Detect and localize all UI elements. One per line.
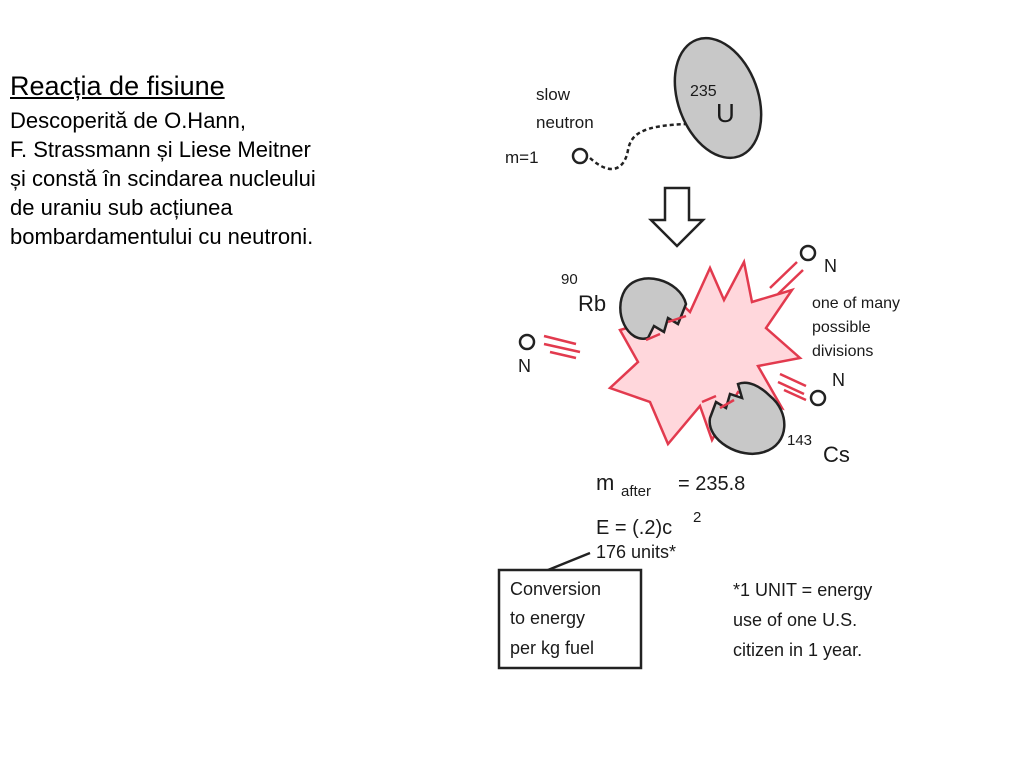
neutron-mass-label: m=1 xyxy=(505,148,539,167)
cesium-symbol: Cs xyxy=(823,442,850,467)
slow-label: slow xyxy=(536,85,571,104)
rubidium-symbol: Rb xyxy=(578,291,606,316)
divisions-label-line: one of many xyxy=(812,295,900,312)
slide-text: Reacția de fisiune Descoperită de O.Hann… xyxy=(10,70,430,251)
body-line: bombardamentului cu neutroni. xyxy=(10,224,314,249)
body-line: F. Strassmann și Liese Meitner xyxy=(10,137,311,162)
callout-line xyxy=(547,551,591,572)
conversion-line: per kg fuel xyxy=(510,638,594,658)
neutron-path xyxy=(589,122,691,171)
conversion-line: to energy xyxy=(510,608,585,628)
mass-after-value: = 235.8 xyxy=(678,473,745,495)
energy-equation: E = (.2)c xyxy=(596,517,672,539)
units-label: 176 units* xyxy=(596,542,676,562)
uranium-mass-number: 235 xyxy=(690,83,717,100)
energy-exponent: 2 xyxy=(693,509,701,526)
cesium-mass-number: 143 xyxy=(787,432,812,449)
uranium-nucleus xyxy=(673,36,763,160)
neutron-left xyxy=(518,333,581,360)
neutron-label: neutron xyxy=(536,113,594,132)
divisions-label-line: divisions xyxy=(812,343,873,360)
body-line: de uraniu sub acțiunea xyxy=(10,195,233,220)
neutron-top-right xyxy=(769,244,817,295)
rubidium-mass-number: 90 xyxy=(561,271,578,288)
rubidium-fragment xyxy=(619,277,688,340)
footnote-line: *1 UNIT = energy xyxy=(733,580,872,600)
mass-after-m: m xyxy=(596,470,614,495)
body-line: și constă în scindarea nucleului xyxy=(10,166,316,191)
burst-fragments xyxy=(645,314,735,410)
neutron-symbol: N xyxy=(832,370,845,390)
mass-after-subscript: after xyxy=(621,483,651,500)
uranium-symbol: U xyxy=(716,98,735,128)
fission-burst xyxy=(607,258,803,447)
footnote-line: use of one U.S. xyxy=(733,610,857,630)
slow-neutron xyxy=(571,147,589,165)
footnote-line: citizen in 1 year. xyxy=(733,640,862,660)
slide-title: Reacția de fisiune xyxy=(10,71,225,101)
conversion-box xyxy=(497,568,643,670)
reaction-arrow xyxy=(647,186,707,248)
neutron-symbol: N xyxy=(518,356,531,376)
neutron-right xyxy=(777,372,827,407)
body-line: Descoperită de O.Hann, xyxy=(10,108,247,133)
conversion-line: Conversion xyxy=(510,579,601,599)
cesium-fragment xyxy=(708,381,786,455)
neutron-symbol: N xyxy=(824,256,837,276)
divisions-label-line: possible xyxy=(812,319,871,336)
